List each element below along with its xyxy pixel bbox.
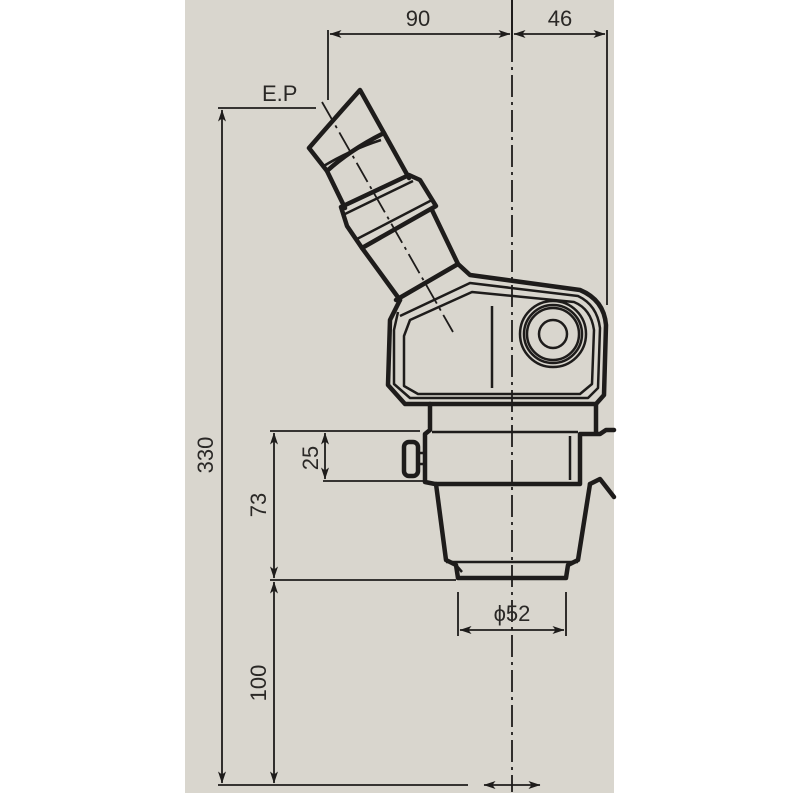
eyepoint-marker: E.P xyxy=(218,81,316,109)
dim-46-label: 46 xyxy=(548,6,572,31)
zoom-body-housing xyxy=(385,261,609,407)
dim-25: 25 xyxy=(298,432,425,482)
dim-diameter-52-label: ϕ52 xyxy=(494,601,531,626)
dim-73-label: 73 xyxy=(246,493,271,517)
clamp-screw-icon xyxy=(401,439,421,479)
eyepoint-label: E.P xyxy=(262,81,297,106)
dim-330: 330 xyxy=(193,109,226,784)
objective-housing xyxy=(433,476,617,581)
dim-73: 73 xyxy=(246,430,420,579)
dim-25-label: 25 xyxy=(298,446,323,470)
dim-90: 90 xyxy=(327,6,511,100)
dim-diameter-52: ϕ52 xyxy=(457,592,567,636)
focus-knob-center xyxy=(537,318,569,350)
focus-knob-outer xyxy=(518,299,588,369)
dim-100: 100 xyxy=(246,581,278,784)
dim-100-label: 100 xyxy=(246,665,271,702)
dim-330-label: 330 xyxy=(193,437,218,474)
dim-46: 46 xyxy=(513,6,608,305)
eyepiece-tube xyxy=(306,87,461,333)
dim-90-label: 90 xyxy=(406,6,430,31)
mount-ring xyxy=(401,401,617,487)
